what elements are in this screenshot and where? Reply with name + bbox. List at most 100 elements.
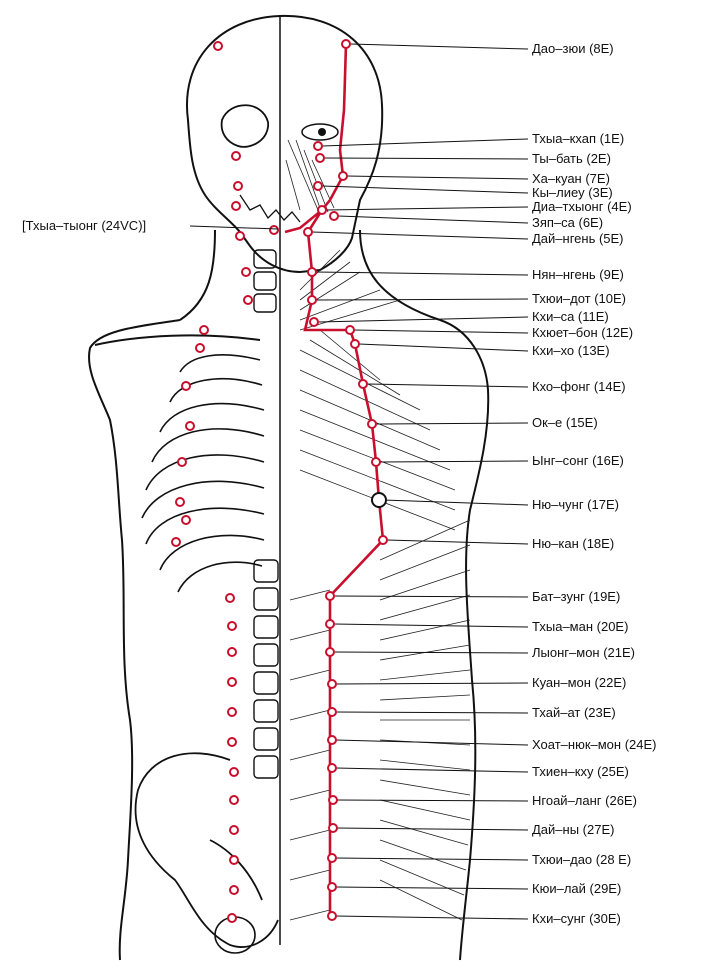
left-acupoint-marker [235, 231, 245, 241]
leader-line [335, 915, 529, 920]
left-acupoint-marker [269, 225, 279, 235]
left-acupoint-marker [199, 325, 209, 335]
point-label: Ню–кан (18Е) [532, 536, 615, 551]
left-acupoint-marker [243, 295, 253, 305]
leader-line [323, 157, 529, 160]
spine [253, 249, 279, 779]
acupoint-marker [327, 735, 337, 745]
leader-line [336, 799, 529, 802]
acupoint-marker [307, 295, 317, 305]
left-acupoint-marker [231, 201, 241, 211]
point-label: Тхыа–ман (20Е) [532, 619, 629, 634]
point-label: Куан–мон (22Е) [532, 675, 627, 690]
acupoint-marker [341, 39, 351, 49]
leader-line [317, 316, 529, 323]
point-label: Диа–тхыонг (4Е) [532, 199, 632, 214]
acupoint-marker [317, 205, 327, 215]
acupoint-marker [327, 707, 337, 717]
leader-line [333, 595, 529, 598]
left-acupoint-marker [227, 707, 237, 717]
point-label: Кхи–сунг (30Е) [532, 911, 621, 926]
leader-line [349, 43, 529, 50]
leader-line [335, 711, 529, 714]
acupoint-marker [313, 141, 323, 151]
acupoint-marker [327, 763, 337, 773]
point-label: Нгоай–ланг (26Е) [532, 793, 637, 808]
left-acupoint-marker [213, 41, 223, 51]
leader-line [335, 886, 529, 890]
acupoint-marker [325, 591, 335, 601]
point-label: Дао–зюи (8Е) [532, 41, 614, 56]
leader-line [336, 827, 529, 831]
leader-line [321, 185, 529, 194]
acupoint-marker [325, 647, 335, 657]
leader-line [382, 499, 529, 506]
femur-head [214, 916, 256, 954]
leader-lines [311, 43, 529, 920]
left-acupoint-marker [233, 181, 243, 191]
point-label: Тхиен–кху (25Е) [532, 764, 629, 779]
leader-line [311, 231, 529, 240]
left-acupoint-marker [229, 885, 239, 895]
point-label: Нян–нгень (9Е) [532, 267, 624, 282]
point-label: Лыонг–мон (21Е) [532, 645, 636, 660]
left-acupoint-marker [171, 537, 181, 547]
point-label: Бат–зунг (19Е) [532, 589, 621, 604]
point-label: Зяп–са (6Е) [532, 215, 604, 230]
acupoints [303, 39, 388, 921]
leader-line [337, 215, 529, 224]
acupoint-marker [345, 325, 355, 335]
torso-outline-right [439, 319, 490, 961]
leader-line [335, 682, 529, 685]
clavicle [94, 334, 261, 346]
acupoint-marker [327, 911, 337, 921]
point-label: Кюи–лай (29Е) [532, 881, 622, 896]
leader-line [335, 857, 529, 861]
leader-line [386, 539, 529, 545]
leader-line [315, 271, 529, 276]
acupoint-marker [338, 171, 348, 181]
left-acupoint-marker [175, 497, 185, 507]
acupoint-marker [371, 457, 381, 467]
acupoint-marker [371, 492, 387, 508]
point-label: Кхи–хо (13Е) [532, 343, 610, 358]
acupoint-marker [329, 211, 339, 221]
acupoint-marker [367, 419, 377, 429]
left-acupoint-marker [227, 647, 237, 657]
leader-line [379, 460, 529, 463]
left-acupoint-marker [225, 593, 235, 603]
leader-line [335, 767, 529, 773]
left-acupoint-marker [231, 151, 241, 161]
teeth [239, 194, 301, 223]
left-acupoint-marker [181, 515, 191, 525]
acupoint-marker [328, 795, 338, 805]
point-label: Ха–куан (7Е) [532, 171, 610, 186]
leader-line [358, 343, 529, 352]
eye [301, 123, 339, 141]
leader-line [366, 383, 529, 388]
leader-line [333, 651, 529, 654]
left-acupoint-marker [177, 457, 187, 467]
left-label: [Тхыа–тыонг (24VC)] [22, 218, 147, 233]
acupoint-marker [315, 153, 325, 163]
acupoint-marker [325, 619, 335, 629]
leader-line [346, 175, 529, 180]
left-acupoint-marker [227, 677, 237, 687]
point-label: Тхюи–дао (28 Е) [532, 852, 632, 867]
muscle-hatching [285, 139, 471, 921]
acupoint-marker [358, 379, 368, 389]
ribcage [141, 354, 265, 593]
leader-line [353, 329, 529, 334]
point-label: Ню–чунг (17Е) [532, 497, 619, 512]
left-acupoint-marker [229, 825, 239, 835]
point-label: Кхи–са (11Е) [532, 309, 609, 324]
head-outline [186, 14, 384, 274]
acupoint-marker [328, 823, 338, 833]
pelvis [134, 752, 279, 948]
left-label-leader [189, 225, 279, 230]
acupoint-marker [350, 339, 360, 349]
acupoint-marker [327, 679, 337, 689]
leader-line [375, 422, 529, 425]
point-label: Ынг–сонг (16Е) [532, 453, 624, 468]
left-acupoint-marker [181, 381, 191, 391]
